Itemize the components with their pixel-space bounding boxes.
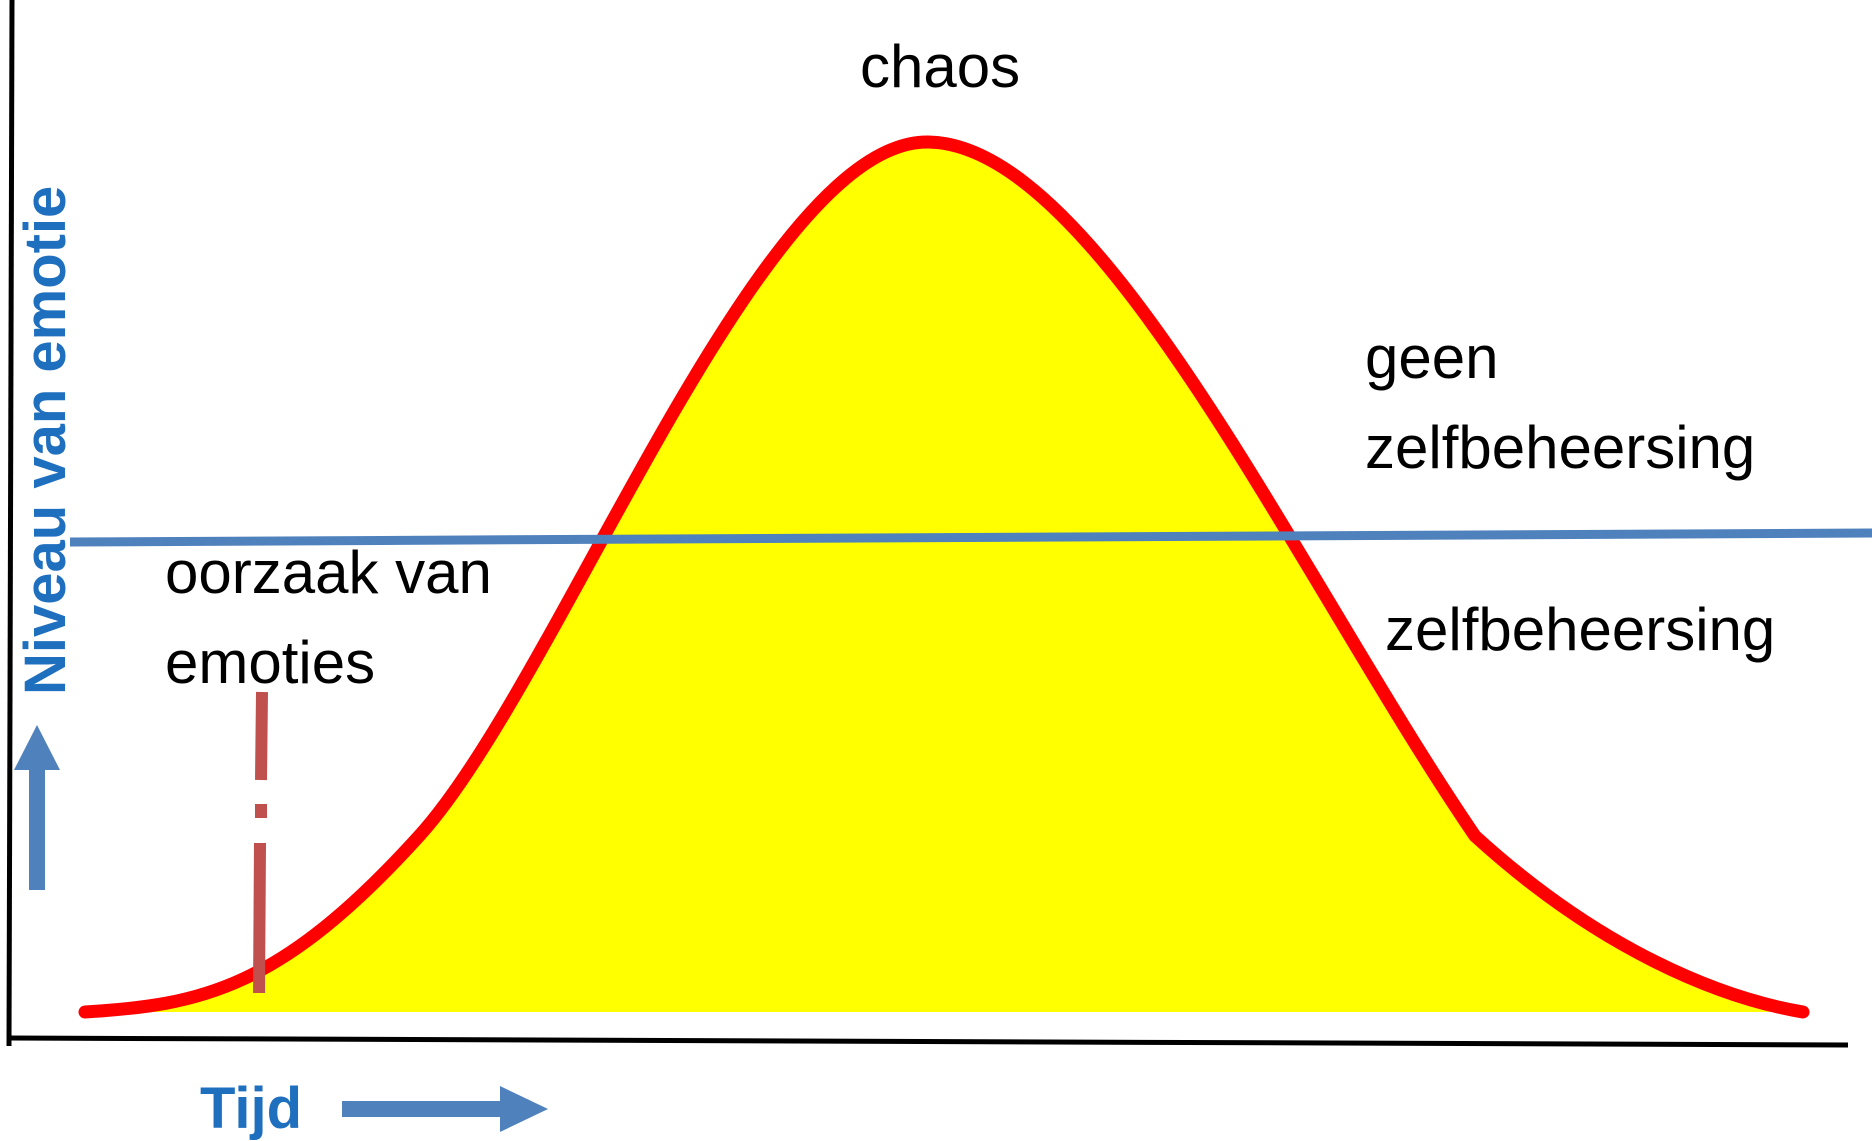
above-line-label-1: geen — [1365, 324, 1498, 391]
below-line-label: zelfbeheersing — [1385, 596, 1775, 663]
curve-fill-area — [85, 141, 1803, 1012]
peak-label: chaos — [860, 33, 1020, 100]
y-axis-label: Niveau van emotie — [13, 186, 78, 695]
trigger-marker-line — [255, 691, 268, 781]
cause-label-1: oorzaak van — [165, 539, 492, 606]
bell-curve — [78, 135, 1810, 1019]
x-axis — [8, 1035, 1849, 1048]
self-control-threshold-line — [69, 528, 1872, 547]
y-axis-arrow-icon — [14, 725, 60, 890]
x-axis-label: Tijd — [200, 1076, 302, 1141]
above-line-label-2: zelfbeheersing — [1365, 414, 1755, 481]
y-axis — [6, 0, 15, 1047]
trigger-marker-line — [253, 842, 266, 994]
x-axis-arrow-icon — [342, 1086, 548, 1132]
cause-label-2: emoties — [165, 629, 375, 696]
